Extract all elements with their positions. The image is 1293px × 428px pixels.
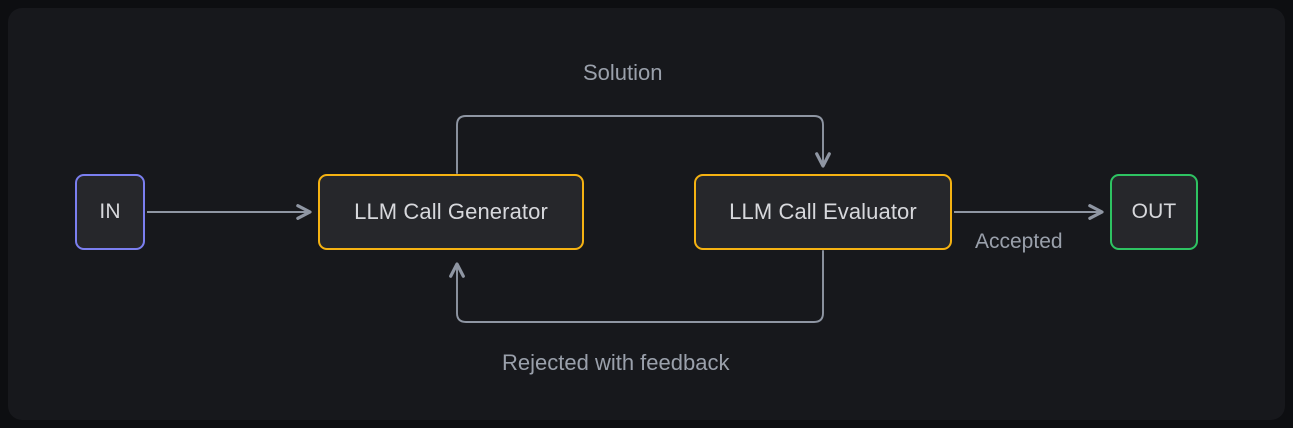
edge-label-rejected-with-feedback: Rejected with feedback (502, 350, 730, 375)
node-out-label: OUT (1131, 200, 1177, 223)
node-out[interactable]: OUT (1110, 174, 1198, 250)
node-generator-label: LLM Call Generator (354, 199, 548, 224)
node-in[interactable]: IN (75, 174, 145, 250)
node-in-label: IN (99, 200, 121, 223)
edge-generator-to-evaluator (456, 115, 831, 174)
edge-evaluator-to-generator (449, 250, 824, 323)
node-llm-call-evaluator[interactable]: LLM Call Evaluator (694, 174, 952, 250)
edge-label-solution: Solution (583, 60, 663, 85)
node-evaluator-label: LLM Call Evaluator (729, 199, 917, 224)
edge-label-accepted: Accepted (975, 230, 1063, 253)
node-llm-call-generator[interactable]: LLM Call Generator (318, 174, 584, 250)
diagram-panel (8, 8, 1285, 420)
